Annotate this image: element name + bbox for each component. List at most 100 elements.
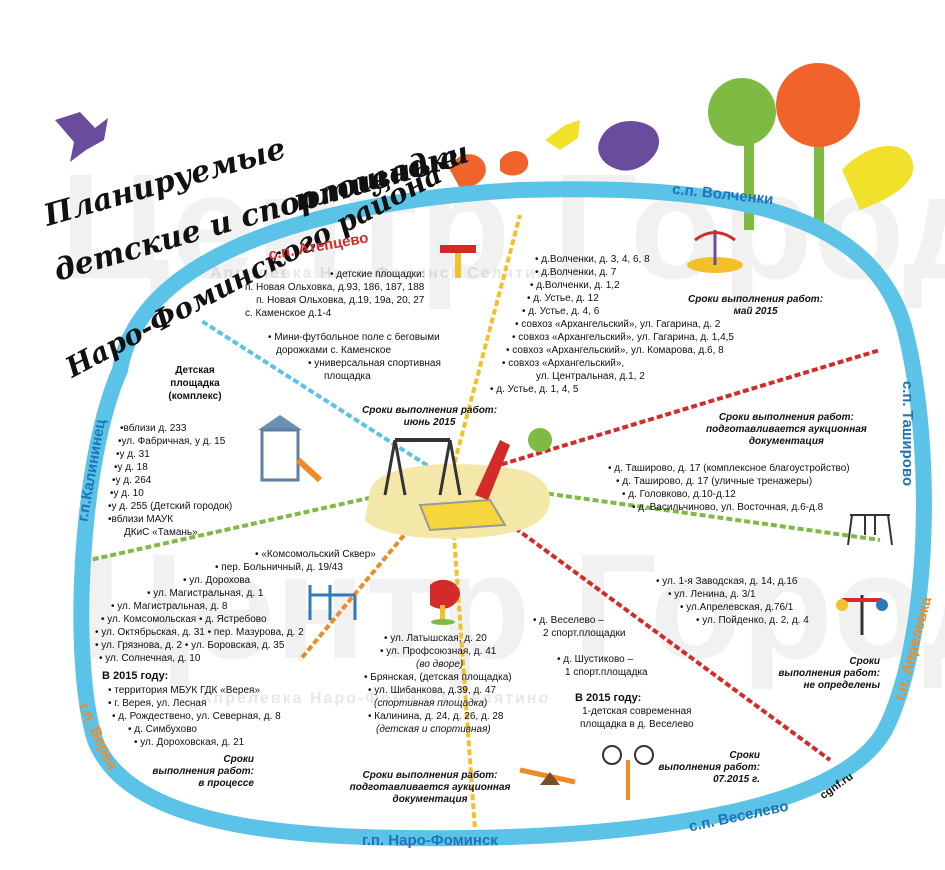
vereya-deadline: Сроки выполнения работ: в процессе bbox=[144, 754, 254, 790]
workout-bars-icon bbox=[308, 585, 357, 620]
list-item: • д. Таширово, д. 17 (комплексное благоу… bbox=[608, 463, 850, 474]
list-item: • совхоз «Архангельский», ул. Комарова, … bbox=[506, 345, 724, 356]
list-item: • д. Устье, д. 4, 6 bbox=[522, 306, 600, 317]
veselevo-year-list: 1-детская современная площадка в д. Весе… bbox=[580, 705, 694, 731]
vereya-list: • «Комсомольский Сквер» • пер. Больничны… bbox=[95, 548, 376, 665]
list-item: • д. Васильчиново, ул. Восточная, д.6-д.… bbox=[632, 502, 824, 513]
list-item: • совхоз «Архангельский», bbox=[502, 358, 625, 369]
deadline-value: подготавливается аукционная bbox=[706, 424, 867, 435]
kalininec-heading: Детская площадка (комплекс) bbox=[155, 364, 235, 403]
list-item: • ул. Латышская, д. 20 bbox=[384, 633, 487, 644]
deadline-label: выполнения работ: bbox=[778, 668, 880, 679]
bird-icon bbox=[55, 112, 108, 162]
list-item: • д. Шустиково – bbox=[557, 654, 634, 665]
deadline-value: документация bbox=[748, 436, 824, 447]
list-item: дорожками с. Каменское bbox=[276, 345, 392, 356]
veselevo-year-heading: В 2015 году: bbox=[575, 692, 642, 704]
list-item: площадка bbox=[324, 371, 371, 382]
list-item: • д. Устье, д. 1, 4, 5 bbox=[490, 384, 579, 395]
deadline-label: Сроки выполнения работ: bbox=[688, 294, 824, 305]
list-item: • Брянская, (детская площадка) bbox=[364, 672, 512, 683]
deadline-value: подготавливается аукционная bbox=[349, 782, 511, 793]
list-item: ДКиС «Тамань» bbox=[124, 527, 198, 538]
atepcevo-list-2: • Мини-футбольное поле с беговыми дорожк… bbox=[268, 331, 441, 383]
deadline-value: не определены bbox=[803, 680, 880, 691]
heading-line: (комплекс) bbox=[168, 391, 222, 402]
deadline-label: выполнения работ: bbox=[152, 766, 254, 777]
trees-icon bbox=[450, 63, 914, 235]
vereya-year-list: • территория МБУК ГДК «Верея» • г. Верея… bbox=[108, 684, 281, 749]
list-item: • «Комсомольский Сквер» bbox=[255, 549, 376, 560]
list-item: • совхоз «Архангельский», ул. Гагарина, … bbox=[515, 319, 721, 330]
deadline-value: май 2015 bbox=[733, 306, 778, 317]
heading-line: площадка bbox=[170, 378, 220, 389]
list-item: п. Новая Ольховка, д.19, 19а, 20, 27 bbox=[256, 295, 425, 306]
carousel-icon bbox=[687, 230, 743, 273]
list-item: • д.Волченки, д. 7 bbox=[535, 267, 617, 278]
deadline-value: документация bbox=[392, 794, 468, 805]
deadline-label: Сроки выполнения работ: bbox=[718, 412, 854, 423]
list-item: 1-детская современная bbox=[582, 706, 692, 717]
bird-icon bbox=[545, 120, 580, 150]
list-item: • д. Таширово, д. 17 (уличные тренажеры) bbox=[616, 476, 813, 487]
list-item: • ул. Магистральная, д. 8 bbox=[111, 601, 228, 612]
deadline-label: выполнения работ: bbox=[658, 762, 760, 773]
list-item: •у д. 31 bbox=[116, 449, 150, 460]
spacer bbox=[533, 640, 648, 653]
center-deadline: Сроки выполнения работ: июнь 2015 bbox=[362, 405, 497, 429]
list-item: • совхоз «Архангельский», ул. Гагарина, … bbox=[512, 332, 734, 343]
list-item: площадка в д. Веселево bbox=[580, 719, 694, 730]
tashirovo-list: • д. Таширово, д. 17 (комплексное благоу… bbox=[608, 462, 850, 514]
list-item: •вблизи МАУК bbox=[108, 514, 174, 525]
aprelevka-deadline: Сроки выполнения работ: не определены bbox=[764, 656, 880, 692]
spinner-icon bbox=[836, 595, 888, 635]
swing-icon bbox=[847, 514, 893, 546]
list-item: • д. Симбухово bbox=[128, 724, 197, 735]
list-item: • ул. Комсомольская • д. Ястребово bbox=[101, 614, 267, 625]
list-note: (спортивная площадка) bbox=[374, 698, 488, 709]
heading-line: Детская bbox=[175, 365, 215, 376]
volchenki-list: • д.Волченки, д. 3, 4, 6, 8 • д.Волченки… bbox=[490, 253, 734, 396]
play-tower-icon bbox=[258, 415, 323, 483]
list-item: • ул. Дорохова bbox=[183, 575, 251, 586]
list-item: • ул. Солнечная, д. 10 bbox=[99, 653, 201, 664]
vereya-year-heading: В 2015 году: bbox=[102, 670, 169, 682]
list-item: • ул. Октябрьская, д. 31 • пер. Мазурова… bbox=[95, 627, 304, 638]
list-item: 2 спорт.площадки bbox=[543, 628, 626, 639]
deadline-value: июнь 2015 bbox=[403, 417, 456, 428]
settlement-tashirovo: с.п. Таширово bbox=[899, 380, 917, 487]
list-item: • д. Устье, д. 12 bbox=[527, 293, 599, 304]
deadline-label: Сроки выполнения работ: bbox=[362, 770, 498, 781]
list-item: • д. Веселево – bbox=[533, 615, 604, 626]
atepcevo-list: • детские площадки: п. Новая Ольховка, д… bbox=[245, 268, 424, 320]
spring-rider-icon bbox=[440, 245, 476, 278]
list-item: • пер. Больничный, д. 19/43 bbox=[215, 562, 343, 573]
list-item: • универсальная спортивная bbox=[308, 358, 441, 369]
list-item: • д.Волченки, д. 1,2 bbox=[530, 280, 620, 291]
list-item: • ул. Ленина, д. 3/1 bbox=[668, 589, 756, 600]
list-item: • ул. Профсоюзная, д. 41 bbox=[380, 646, 497, 657]
list-item: • д. Рождествено, ул. Северная, д. 8 bbox=[112, 711, 281, 722]
list-item: • д. Головково, д.10-д.12 bbox=[622, 489, 736, 500]
veselevo-list: • д. Веселево – 2 спорт.площадки • д. Шу… bbox=[533, 614, 648, 679]
list-item: • детские площадки: bbox=[329, 269, 425, 280]
deadline-label: Сроки bbox=[223, 754, 254, 765]
spring-horse-icon bbox=[430, 579, 460, 625]
list-item: • д.Волченки, д. 3, 4, 6, 8 bbox=[535, 254, 650, 265]
list-item: •у д. 255 (Детский городок) bbox=[108, 501, 233, 512]
aprelevka-list: • ул. 1-я Заводская, д. 14, д.16 • ул. Л… bbox=[656, 575, 809, 627]
deadline-label: Сроки bbox=[849, 656, 880, 667]
list-item: •у д. 10 bbox=[110, 488, 144, 499]
list-item: • ул.Апрелевская, д.76/1 bbox=[680, 602, 794, 613]
list-item: п. Новая Ольховка, д.93, 186, 187, 188 bbox=[245, 282, 425, 293]
volchenki-deadline: Сроки выполнения работ: май 2015 bbox=[688, 294, 823, 318]
list-note: (во дворе) bbox=[416, 659, 464, 670]
list-item: • ул. Грязнова, д. 2 • ул. Боровская, д.… bbox=[95, 640, 285, 651]
list-note: (детская и спортивная) bbox=[376, 724, 491, 735]
list-item: • Мини-футбольное поле с беговыми bbox=[268, 332, 440, 343]
deadline-label: Сроки выполнения работ: bbox=[362, 405, 498, 416]
list-item: 1 спорт.площадка bbox=[565, 667, 648, 678]
list-item: •у д. 264 bbox=[112, 475, 152, 486]
tashirovo-deadline: Сроки выполнения работ: подготавливается… bbox=[706, 412, 867, 448]
seesaw-icon bbox=[519, 767, 576, 785]
